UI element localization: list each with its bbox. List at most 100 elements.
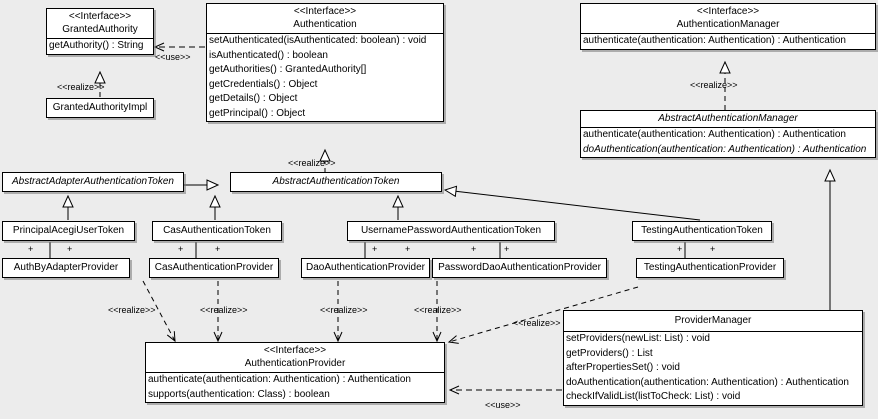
class-name: AbstractAdapterAuthenticationToken: [12, 176, 174, 187]
edge-label-use-authentication-grantedauthority: <<use>>: [155, 52, 191, 62]
class-name: AuthenticationManager: [676, 19, 780, 30]
class-auth-by-adapter-provider[interactable]: AuthByAdapterProvider: [2, 258, 130, 278]
class-abstract-authentication-token[interactable]: AbstractAuthenticationToken: [230, 172, 442, 192]
class-member: authenticate(authentication: Authenticat…: [148, 374, 411, 385]
multiplicity-marker: +: [372, 244, 378, 254]
class-header: AbstractAuthenticationToken: [231, 173, 441, 191]
class-members: authenticate(authentication: Authenticat…: [146, 372, 444, 402]
class-name: DaoAuthenticationProvider: [306, 262, 425, 273]
class-member: checkIfValidList(listToCheck: List) : vo…: [566, 391, 741, 402]
class-provider-manager[interactable]: ProviderManager setProviders(newList: Li…: [563, 310, 863, 406]
class-header: AbstractAdapterAuthenticationToken: [3, 173, 183, 191]
class-name: TestingAuthenticationProvider: [643, 262, 777, 273]
class-name: GrantedAuthority: [62, 24, 138, 35]
class-granted-authority-impl[interactable]: GrantedAuthorityImpl: [46, 98, 154, 118]
class-header: DaoAuthenticationProvider: [302, 259, 429, 277]
class-granted-authority[interactable]: <<Interface>> GrantedAuthority getAuthor…: [46, 8, 154, 55]
class-authentication[interactable]: <<Interface>> Authentication setAuthenti…: [206, 3, 444, 122]
class-header: TestingAuthenticationToken: [633, 222, 771, 240]
class-member: supports(authentication: Class) : boolea…: [148, 388, 330, 400]
class-member: getAuthorities() : GrantedAuthority[]: [209, 64, 367, 75]
multiplicity-marker: +: [28, 244, 34, 254]
class-member: getProviders() : List: [566, 347, 653, 359]
edge-label-realize-daoauthenticationprovider: <<realize>>: [320, 305, 368, 315]
edge-label-realize-abstractauthenticationtoken: <<realize>>: [288, 158, 336, 168]
class-header: <<Interface>> AuthenticationManager: [581, 4, 875, 33]
class-header: <<Interface>> Authentication: [207, 4, 443, 33]
class-members: authenticate(authentication: Authenticat…: [581, 33, 875, 49]
class-name: PasswordDaoAuthenticationProvider: [438, 262, 601, 273]
class-name: Authentication: [293, 19, 357, 30]
class-header: <<Interface>> GrantedAuthority: [47, 9, 153, 38]
class-name: UsernamePasswordAuthenticationToken: [360, 225, 542, 236]
class-name: CasAuthenticationProvider: [154, 262, 274, 273]
class-member: isAuthenticated() : boolean: [209, 49, 328, 61]
class-testing-authentication-provider[interactable]: TestingAuthenticationProvider: [636, 258, 784, 278]
stereotype-label: <<Interface>>: [696, 6, 760, 17]
edge-label-realize-testingauthenticationprovider: <<realize>>: [513, 318, 561, 328]
class-name: ProviderManager: [674, 315, 752, 326]
class-principal-acegi-user-token[interactable]: PrincipalAcegiUserToken: [2, 221, 135, 241]
class-members: getAuthority() : String: [47, 38, 153, 54]
class-abstract-authentication-manager[interactable]: AbstractAuthenticationManager authentica…: [580, 110, 876, 158]
multiplicity-marker: +: [471, 244, 477, 254]
class-testing-authentication-token[interactable]: TestingAuthenticationToken: [632, 221, 772, 241]
class-member: authenticate(authentication: Authenticat…: [583, 129, 846, 140]
class-password-dao-authentication-provider[interactable]: PasswordDaoAuthenticationProvider: [432, 258, 607, 278]
class-abstract-adapter-authentication-token[interactable]: AbstractAdapterAuthenticationToken: [2, 172, 184, 192]
class-cas-authentication-provider[interactable]: CasAuthenticationProvider: [149, 258, 279, 278]
class-member: getCredentials() : Object: [209, 78, 318, 90]
edge-label-realize-abstractauthenticationmanager: <<realize>>: [690, 80, 738, 90]
class-member: authenticate(authentication: Authenticat…: [583, 35, 846, 46]
class-header: CasAuthenticationToken: [153, 222, 281, 240]
class-member: getDetails() : Object: [209, 93, 298, 104]
class-name: AuthenticationProvider: [244, 358, 346, 369]
class-name: AuthByAdapterProvider: [13, 262, 119, 273]
multiplicity-marker: +: [405, 244, 411, 254]
multiplicity-marker: +: [178, 244, 184, 254]
multiplicity-marker: +: [504, 244, 510, 254]
class-cas-authentication-token[interactable]: CasAuthenticationToken: [152, 221, 282, 241]
class-name: AbstractAuthenticationToken: [272, 176, 400, 187]
class-header: PrincipalAcegiUserToken: [3, 222, 134, 240]
edge-label-realize-grantedauthorityimpl: <<realize>>: [57, 82, 105, 92]
class-header: UsernamePasswordAuthenticationToken: [348, 222, 554, 240]
class-name: CasAuthenticationToken: [163, 225, 271, 236]
multiplicity-marker: +: [67, 244, 73, 254]
class-member: doAuthentication(authentication: Authent…: [566, 376, 849, 388]
multiplicity-marker: +: [677, 244, 683, 254]
stereotype-label: <<Interface>>: [68, 11, 132, 22]
class-header: TestingAuthenticationProvider: [637, 259, 783, 277]
class-member: setProviders(newList: List) : void: [566, 333, 710, 344]
class-name: PrincipalAcegiUserToken: [12, 225, 125, 236]
class-member: getPrincipal() : Object: [209, 107, 306, 119]
class-header: ProviderManager: [564, 311, 862, 331]
class-authentication-manager[interactable]: <<Interface>> AuthenticationManager auth…: [580, 3, 876, 50]
class-name: GrantedAuthorityImpl: [52, 102, 148, 113]
class-header: PasswordDaoAuthenticationProvider: [433, 259, 606, 277]
class-dao-authentication-provider[interactable]: DaoAuthenticationProvider: [301, 258, 430, 278]
class-header: <<Interface>> AuthenticationProvider: [146, 343, 444, 372]
class-member: getAuthority() : String: [49, 40, 144, 51]
class-authentication-provider[interactable]: <<Interface>> AuthenticationProvider aut…: [145, 342, 445, 403]
class-header: AuthByAdapterProvider: [3, 259, 129, 277]
class-username-password-authentication-token[interactable]: UsernamePasswordAuthenticationToken: [347, 221, 555, 241]
class-members: setProviders(newList: List) : void getPr…: [564, 331, 862, 405]
class-members: setAuthenticated(isAuthenticated: boolea…: [207, 33, 443, 121]
class-member: afterPropertiesSet() : void: [566, 362, 680, 373]
class-name: AbstractAuthenticationManager: [658, 113, 798, 124]
edge-label-realize-casauthenticationprovider: <<realize>>: [200, 305, 248, 315]
edge-label-realize-authbyadapterprovider: <<realize>>: [108, 305, 156, 315]
class-member: setAuthenticated(isAuthenticated: boolea…: [209, 35, 427, 46]
class-header: GrantedAuthorityImpl: [47, 99, 153, 117]
class-name: TestingAuthenticationToken: [641, 225, 763, 236]
class-header: AbstractAuthenticationManager: [581, 111, 875, 127]
multiplicity-marker: +: [215, 244, 221, 254]
class-member: doAuthentication(authentication: Authent…: [583, 143, 867, 155]
edge-label-realize-passworddaoauthenticationprovider: <<realize>>: [414, 305, 462, 315]
class-header: CasAuthenticationProvider: [150, 259, 278, 277]
stereotype-label: <<Interface>>: [263, 345, 327, 356]
stereotype-label: <<Interface>>: [293, 6, 357, 17]
class-members: authenticate(authentication: Authenticat…: [581, 127, 875, 157]
